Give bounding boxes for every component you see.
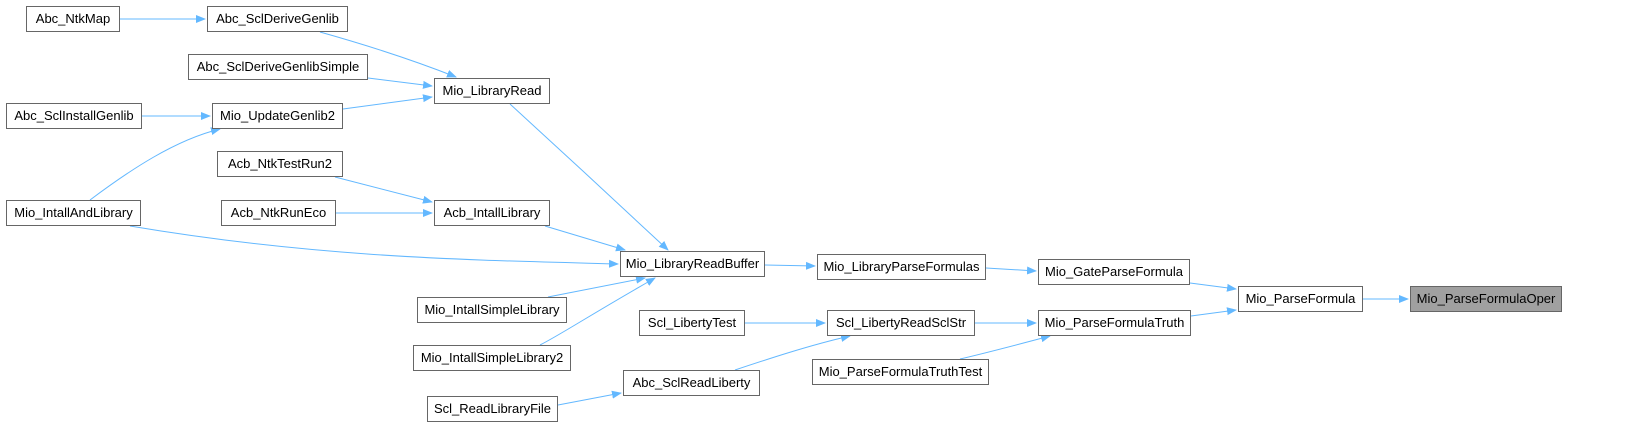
edge-mio-intallandlibrary-to-mio-libraryreadbuffer [129,225,619,268]
node-mio-parseformula[interactable]: Mio_ParseFormula [1238,286,1363,312]
node-abc-sclderivegenlibsimple[interactable]: Abc_SclDeriveGenlibSimple [188,54,368,80]
edge-abc-sclderivegenlibsimple-to-mio-libraryread [367,77,433,89]
edge-mio-parseformulatruth-to-mio-parseformula [1190,307,1237,317]
edge-abc-sclderivegenlib-to-mio-libraryread [319,31,457,78]
edge-mio-libraryreadbuffer-to-mio-libraryparseformulas [764,261,816,270]
edge-mio-intallsimplelibrary-to-mio-libraryreadbuffer [547,275,646,298]
node-mio-libraryreadbuffer[interactable]: Mio_LibraryReadBuffer [620,251,765,277]
node-abc-sclreadliberty[interactable]: Abc_SclReadLiberty [623,370,760,396]
node-abc-ntkmap[interactable]: Abc_NtkMap [26,6,120,32]
edge-acb-ntktestrun2-to-acb-intalllibrary [334,176,433,204]
node-abc-sclderivegenlib[interactable]: Abc_SclDeriveGenlib [207,6,348,32]
node-mio-intallsimplelibrary[interactable]: Mio_IntallSimpleLibrary [417,297,567,323]
node-mio-updategenlib2[interactable]: Mio_UpdateGenlib2 [212,103,343,129]
edge-mio-intallandlibrary-to-mio-updategenlib2 [89,127,221,201]
node-mio-gateparseformula[interactable]: Mio_GateParseFormula [1038,259,1190,285]
edge-mio-libraryread-to-mio-libraryreadbuffer [509,103,669,251]
edge-mio-gateparseformula-to-mio-parseformula [1189,282,1237,292]
edge-abc-sclreadliberty-to-scl-libertyreadsclstr [734,334,851,371]
edge-mio-updategenlib2-to-mio-libraryread [342,94,433,110]
node-scl-libertytest[interactable]: Scl_LibertyTest [639,310,745,336]
node-mio-libraryparseformulas[interactable]: Mio_LibraryParseFormulas [817,254,986,280]
node-abc-sclinstallgenlib[interactable]: Abc_SclInstallGenlib [6,103,142,129]
node-mio-parseformulaoper-current: Mio_ParseFormulaOper [1410,286,1562,312]
node-acb-ntktestrun2[interactable]: Acb_NtkTestRun2 [217,151,343,177]
edge-acb-intalllibrary-to-mio-libraryreadbuffer [544,225,626,252]
node-mio-parseformulatruth[interactable]: Mio_ParseFormulaTruth [1038,310,1191,336]
node-mio-libraryread[interactable]: Mio_LibraryRead [434,78,550,104]
node-scl-readlibraryfile[interactable]: Scl_ReadLibraryFile [427,396,558,422]
edge-mio-intallsimplelibrary2-to-mio-libraryreadbuffer [539,277,656,346]
edge-scl-readlibraryfile-to-abc-sclreadliberty [557,390,622,406]
node-mio-intallsimplelibrary2[interactable]: Mio_IntallSimpleLibrary2 [413,345,571,371]
edge-mio-parseformulatruthtest-to-mio-parseformulatruth [959,334,1051,360]
node-mio-parseformulatruthtest[interactable]: Mio_ParseFormulaTruthTest [812,359,989,385]
node-acb-intalllibrary[interactable]: Acb_IntallLibrary [434,200,550,226]
node-mio-intallandlibrary[interactable]: Mio_IntallAndLibrary [6,200,141,226]
node-acb-ntkruneco[interactable]: Acb_NtkRunEco [221,200,336,226]
node-scl-libertyreadsclstr[interactable]: Scl_LibertyReadSclStr [827,310,975,336]
edge-mio-libraryparseformulas-to-mio-gateparseformula [985,266,1037,275]
